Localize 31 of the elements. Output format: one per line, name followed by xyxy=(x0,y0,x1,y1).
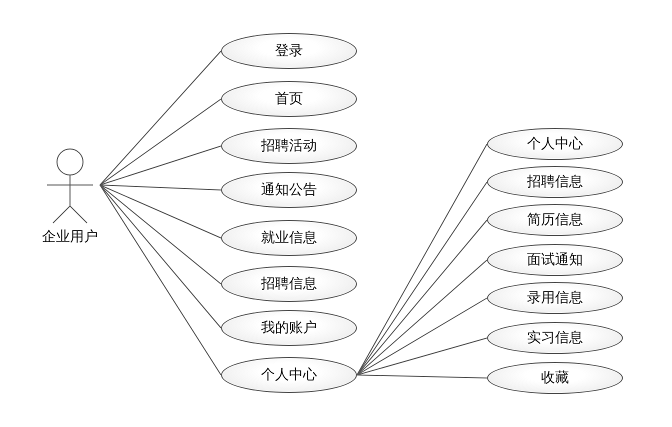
association-line xyxy=(356,338,488,376)
use-case-ellipse: 就业信息 xyxy=(221,220,357,256)
use-case-ellipse: 招聘信息 xyxy=(221,266,357,302)
use-case-ellipse: 登录 xyxy=(221,33,357,69)
use-case-ellipse: 实习信息 xyxy=(487,322,623,354)
association-line xyxy=(100,184,222,376)
use-case-ellipse: 个人中心 xyxy=(221,357,357,393)
use-case-ellipse: 通知公告 xyxy=(221,172,357,208)
actor-label: 企业用户 xyxy=(42,228,98,246)
association-line xyxy=(100,184,222,238)
use-case-ellipse: 面试通知 xyxy=(487,244,623,276)
association-line xyxy=(356,298,488,376)
association-line xyxy=(356,182,488,376)
association-line xyxy=(356,260,488,376)
use-case-ellipse: 招聘活动 xyxy=(221,128,357,164)
use-case-ellipse: 录用信息 xyxy=(487,282,623,314)
association-line xyxy=(100,98,222,186)
association-line xyxy=(100,184,222,190)
use-case-ellipse: 个人中心 xyxy=(487,128,623,160)
association-line xyxy=(100,184,222,284)
association-line xyxy=(356,374,488,378)
association-line xyxy=(100,146,222,186)
use-case-ellipse: 我的账户 xyxy=(221,310,357,346)
association-line xyxy=(100,184,222,328)
use-case-ellipse: 招聘信息 xyxy=(487,166,623,198)
association-line xyxy=(356,220,488,376)
association-line xyxy=(356,144,488,376)
use-case-ellipse: 首页 xyxy=(221,81,357,117)
association-line xyxy=(100,50,222,186)
use-case-ellipse: 简历信息 xyxy=(487,204,623,236)
use-case-ellipse: 收藏 xyxy=(487,362,623,394)
